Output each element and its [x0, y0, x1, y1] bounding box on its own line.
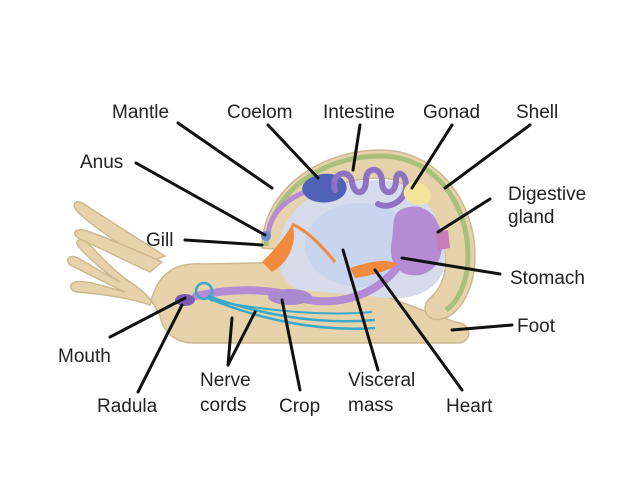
- leader-nerve-b: [226, 310, 257, 367]
- digestive-gland-tip: [436, 230, 450, 250]
- leader-shell: [443, 123, 532, 190]
- leader-coelom: [266, 123, 320, 180]
- leader-gonad: [410, 123, 454, 190]
- leader-radula: [136, 303, 184, 394]
- label-mouth: Mouth: [58, 346, 111, 367]
- label-radula: Radula: [97, 396, 158, 417]
- label-visceral-mass-line2: mass: [348, 395, 393, 416]
- leader-heart: [373, 268, 464, 392]
- nerve-ring: [194, 281, 214, 301]
- leader-gill: [183, 238, 264, 247]
- label-intestine: Intestine: [323, 102, 395, 123]
- label-anus: Anus: [80, 152, 123, 173]
- label-shell: Shell: [516, 102, 558, 123]
- nerve-cord-3: [209, 299, 373, 315]
- gill-shape: [262, 224, 294, 272]
- leader-stomach: [400, 256, 502, 276]
- crop-shape: [268, 289, 312, 305]
- heart-vessel: [291, 222, 337, 263]
- label-gill: Gill: [146, 230, 173, 251]
- label-gonad: Gonad: [423, 102, 480, 123]
- radula-shape: [175, 294, 195, 306]
- nerve-cord-2: [207, 296, 376, 331]
- label-crop: Crop: [279, 396, 320, 417]
- leader-visceral-mass: [341, 248, 380, 372]
- label-coelom: Coelom: [227, 102, 292, 123]
- label-heart: Heart: [446, 396, 493, 417]
- shell-band: [263, 153, 471, 313]
- leader-anus: [134, 161, 267, 237]
- leader-mantle: [176, 121, 274, 190]
- intestine-shape: [331, 166, 410, 209]
- label-visceral-mass-line1: Visceral: [348, 370, 415, 391]
- gonad-shape: [403, 181, 431, 205]
- label-nerve-cords-line1: Nerve: [200, 370, 251, 391]
- eye-tentacle-upper: [73, 201, 167, 263]
- leader-intestine: [351, 123, 362, 172]
- label-digestive-gland-line1: Digestive: [508, 184, 586, 205]
- label-foot: Foot: [517, 316, 556, 337]
- leader-lines: [108, 121, 532, 394]
- label-stomach: Stomach: [510, 268, 585, 289]
- leader-crop: [280, 298, 302, 392]
- leader-digestive-gland: [436, 197, 492, 234]
- leader-foot: [450, 323, 514, 332]
- eye-tentacle-lower: [74, 228, 164, 273]
- leader-mouth: [108, 296, 187, 339]
- leader-nerve-a: [226, 316, 234, 367]
- label-mantle: Mantle: [112, 102, 169, 123]
- label-nerve-cords-line2: cords: [200, 395, 246, 416]
- label-digestive-gland-line2: gland: [508, 207, 555, 228]
